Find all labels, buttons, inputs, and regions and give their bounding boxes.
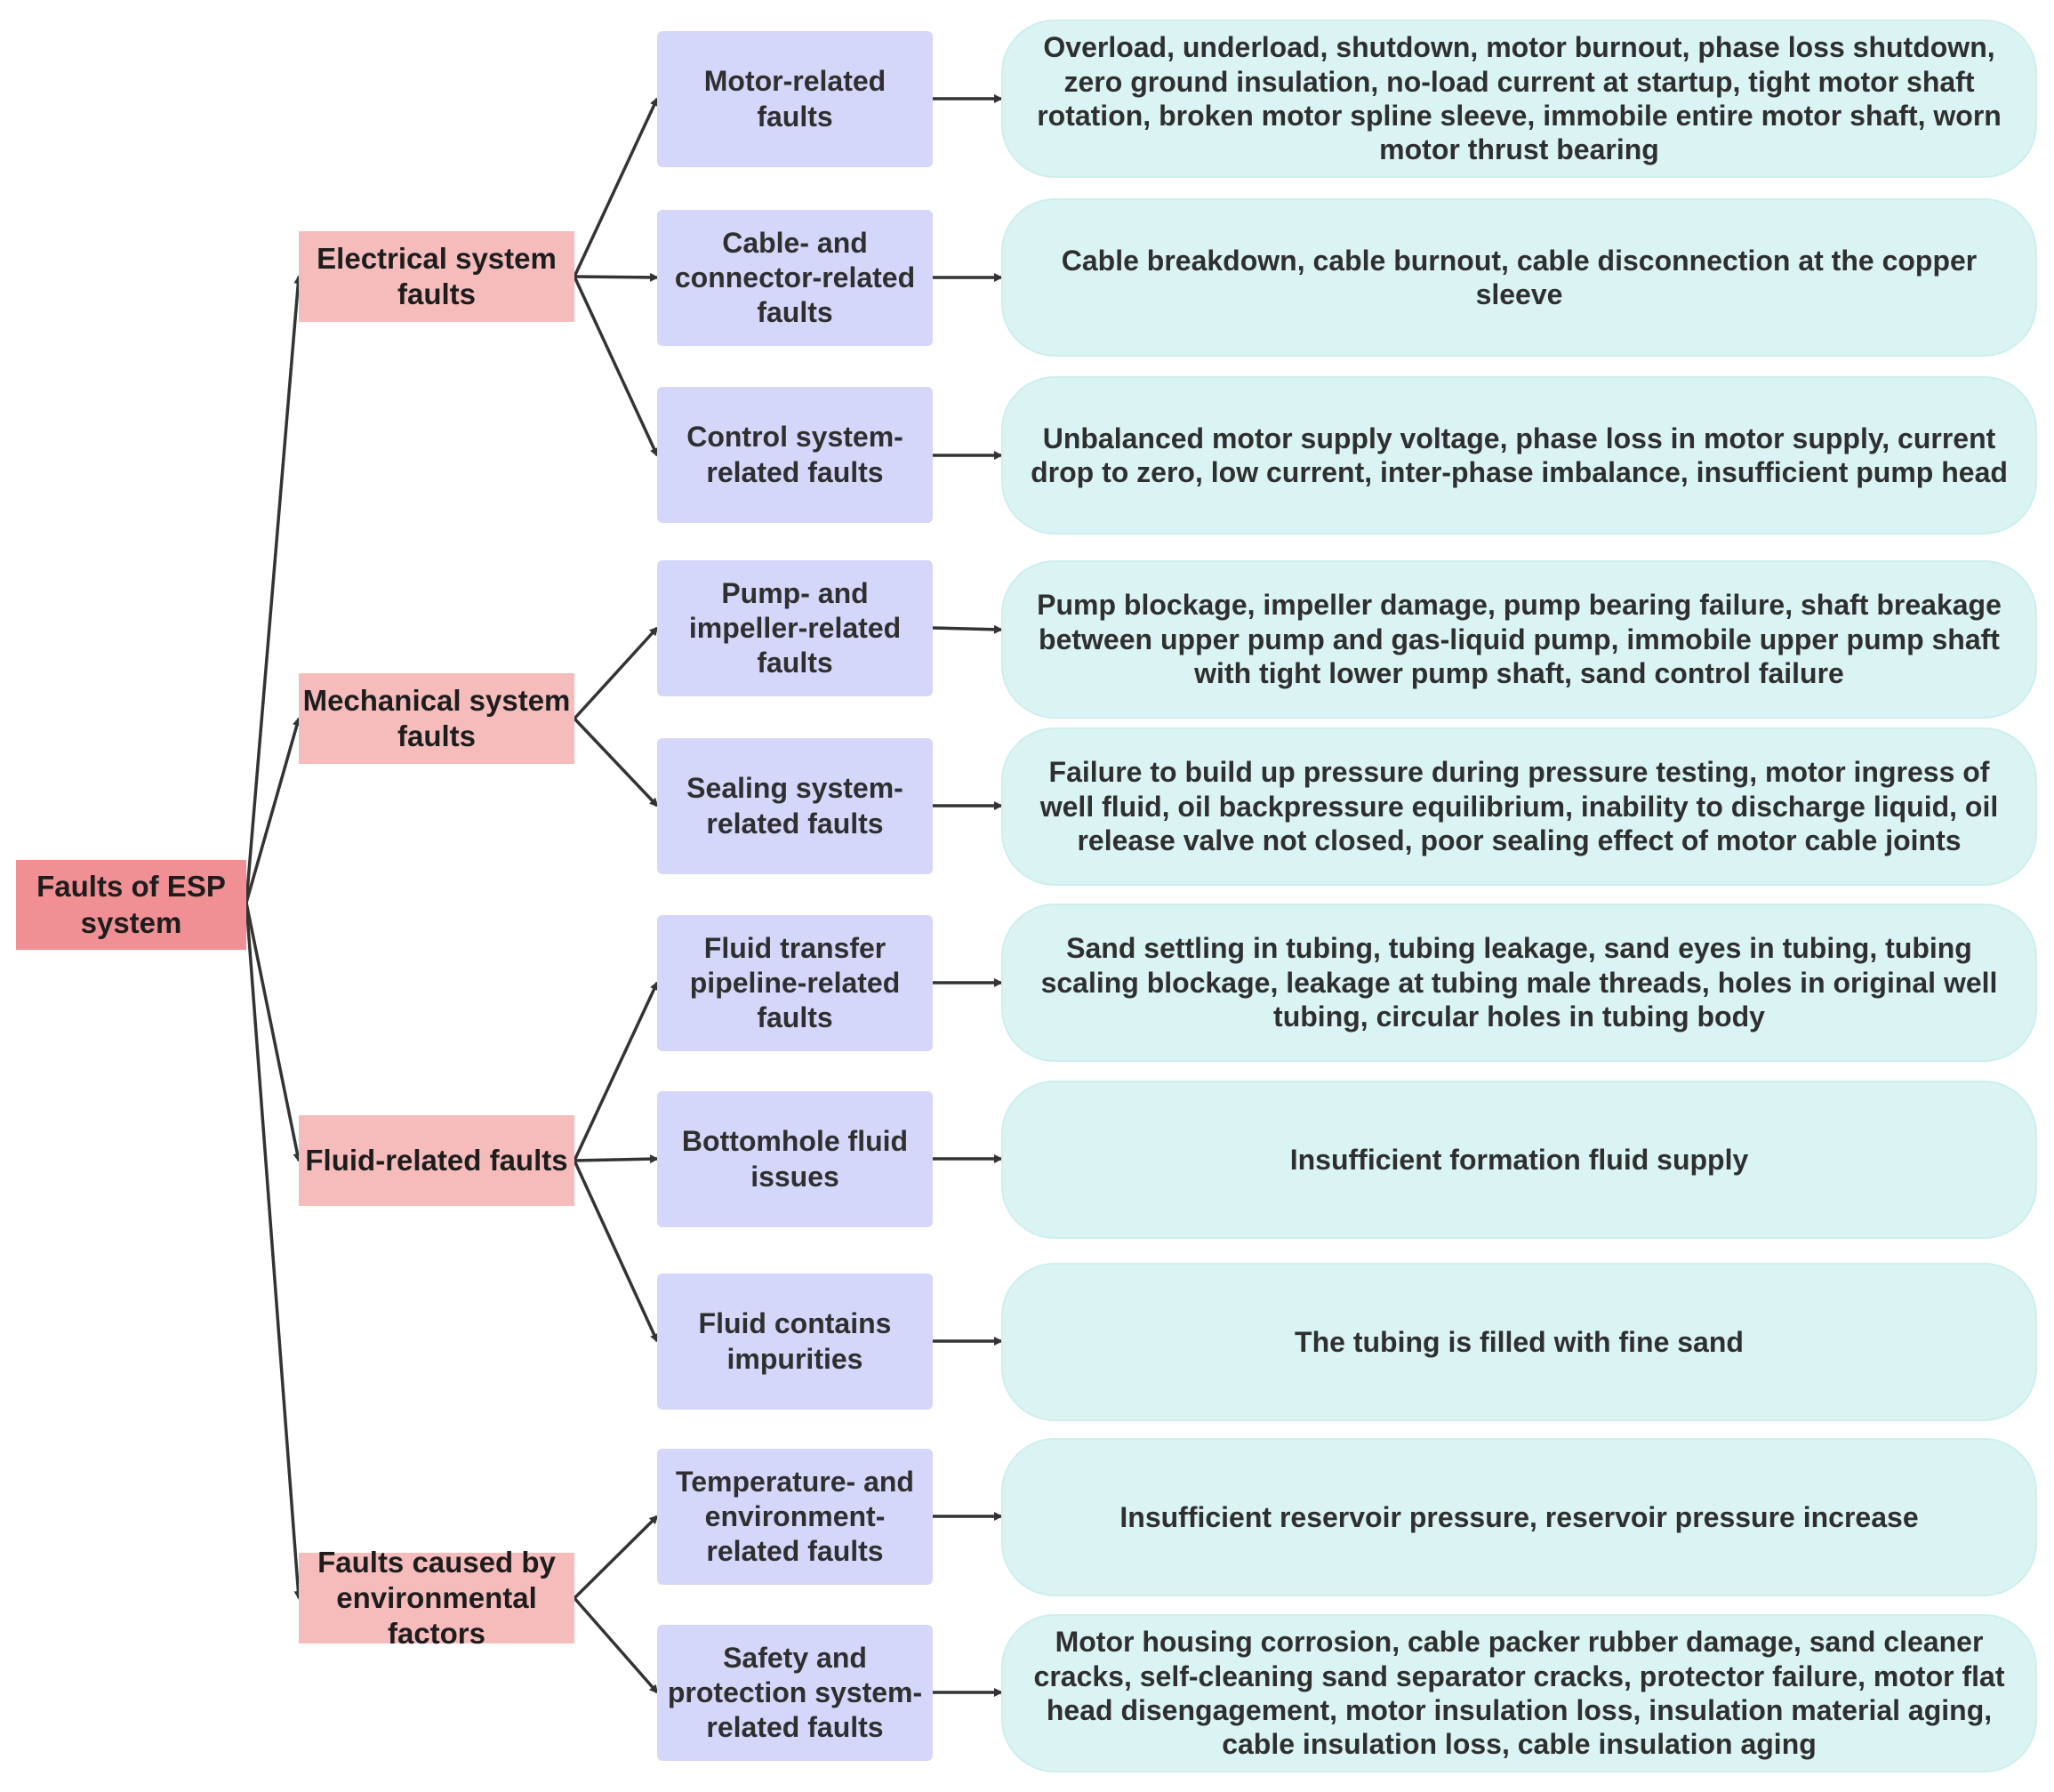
arrow-electrical-to-control [573,276,659,457]
arrow-environmental-to-temperature [573,1515,659,1600]
detail-text: Insufficient formation fluid supply [1289,1143,1749,1176]
arrow-mechanical-to-pump [573,626,659,720]
detail-fluid-pipeline: Sand settling in tubing, tubing leakage,… [1001,904,2037,1062]
subcategory-cable-connector: Cable- and connector-related faults [657,210,933,346]
arrow-fluid-to-pipeline [573,981,659,1161]
subcategory-bottomhole-fluid: Bottomhole fluid issues [657,1091,933,1227]
detail-text: Unbalanced motor supply voltage, phase l… [1031,422,2008,488]
detail-motor: Overload, underload, shutdown, motor bur… [1001,20,2037,178]
subcategory-label: Bottomhole fluid issues [681,1125,909,1193]
detail-fluid-impurities: The tubing is filled with fine sand [1001,1263,2037,1421]
arrow-fluid-to-impurities [573,1160,659,1343]
arrow-fluid-to-bottomhole [574,1154,659,1164]
subcategory-fluid-impurities: Fluid contains impurities [657,1274,933,1410]
detail-text: Cable breakdown, cable burnout, cable di… [1061,244,1978,310]
arrow-root-to-mechanical [245,717,301,904]
detail-text: Insufficient reservoir pressure, reservo… [1119,1500,1919,1533]
subcategory-safety-protection: Safety and protection system-related fau… [657,1625,933,1761]
arrow-root-to-environmental [245,902,303,1600]
subcategory-label: Fluid transfer pipeline-related faults [689,931,901,1034]
detail-text: Overload, underload, shutdown, motor bur… [1037,31,2002,166]
subcategory-label: Motor-related faults [703,65,887,133]
arrow-environmental-to-safety [573,1596,659,1694]
detail-text: The tubing is filled with fine sand [1295,1325,1744,1358]
subcategory-temperature-environment: Temperature- and environment-related fau… [657,1449,933,1585]
category-fluid: Fluid-related faults [299,1115,574,1206]
arrow-root-to-fluid [245,902,302,1162]
detail-text: Failure to build up pressure during pres… [1039,756,1999,857]
subcategory-label: Control system-related faults [686,421,903,488]
category-label: Fluid-related faults [305,1143,568,1177]
subcategory-label: Safety and protection system-related fau… [667,1641,923,1744]
subcategory-label: Temperature- and environment-related fau… [676,1465,914,1568]
category-label: Faults caused by environmental factors [317,1545,556,1651]
detail-text: Motor housing corrosion, cable packer ru… [1033,1626,2005,1761]
detail-pump-impeller: Pump blockage, impeller damage, pump bea… [1001,560,2037,719]
category-environmental: Faults caused by environmental factors [299,1546,574,1650]
subcategory-fluid-pipeline: Fluid transfer pipeline-related faults [657,915,933,1051]
category-label: Mechanical system faults [302,683,571,752]
subcategory-motor: Motor-related faults [657,31,933,167]
detail-text: Sand settling in tubing, tubing leakage,… [1040,932,1998,1033]
subcategory-label: Pump- and impeller-related faults [688,576,902,679]
arrow-mechanical-to-sealing [573,717,659,808]
root-label: Faults of ESP system [36,870,226,939]
arrow-pump-to-detail [932,624,1003,634]
subcategory-label: Cable- and connector-related faults [674,226,916,329]
detail-control-system: Unbalanced motor supply voltage, phase l… [1001,376,2037,534]
subcategory-label: Sealing system-related faults [686,772,903,840]
subcategory-pump-impeller: Pump- and impeller-related faults [657,560,933,696]
category-electrical: Electrical system faults [299,231,574,322]
root-node: Faults of ESP system [16,860,246,950]
category-mechanical: Mechanical system faults [299,673,574,764]
arrow-electrical-to-motor [573,97,659,277]
detail-bottomhole-fluid: Insufficient formation fluid supply [1001,1081,2037,1239]
category-label: Electrical system faults [317,241,557,310]
detail-cable-connector: Cable breakdown, cable burnout, cable di… [1001,198,2037,357]
detail-temperature-environment: Insufficient reservoir pressure, reservo… [1001,1438,2037,1596]
detail-sealing-system: Failure to build up pressure during pres… [1001,727,2037,886]
detail-text: Pump blockage, impeller damage, pump bea… [1037,589,2002,690]
arrow-root-to-electrical [245,275,303,904]
subcategory-control-system: Control system-related faults [657,387,933,523]
subcategory-label: Fluid contains impurities [698,1307,892,1375]
subcategory-sealing-system: Sealing system-related faults [657,738,933,874]
detail-safety-protection: Motor housing corrosion, cable packer ru… [1001,1614,2037,1772]
